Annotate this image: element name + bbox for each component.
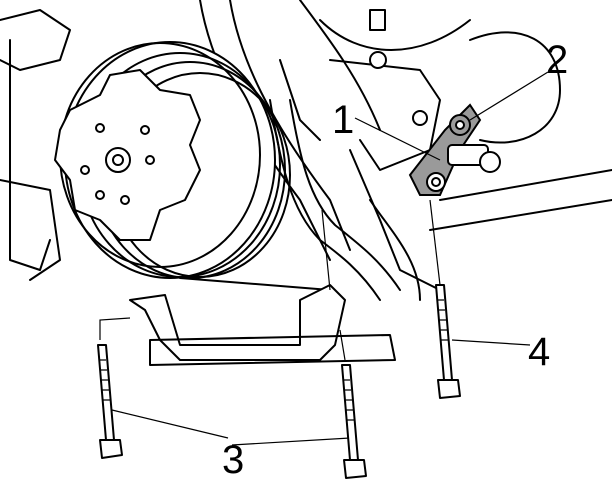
- leader-lines: [99, 71, 549, 446]
- bolt-left: [97, 344, 123, 459]
- mounting-bracket: [129, 284, 396, 366]
- engine-block-outline: [0, 0, 612, 291]
- hoses: [269, 99, 421, 301]
- callout-3: 3: [222, 438, 245, 482]
- bolt-middle: [341, 364, 367, 479]
- callout-1: 1: [332, 98, 355, 142]
- compressor-pulley: [54, 41, 291, 279]
- bracket-part-highlighted: [408, 103, 501, 196]
- callout-4: 4: [528, 330, 551, 374]
- callout-2: 2: [546, 38, 569, 82]
- bolt-right: [435, 284, 461, 399]
